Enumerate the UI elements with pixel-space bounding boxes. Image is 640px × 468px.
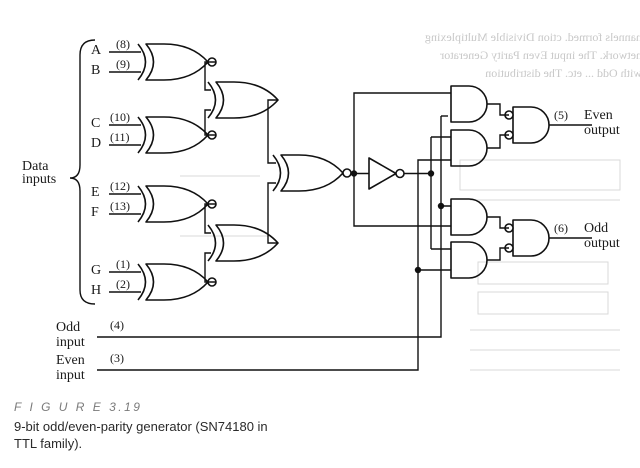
even-output-label: Even output [584, 108, 620, 138]
inverter [368, 157, 405, 190]
input-g-label: G [91, 263, 102, 278]
figure-caption: F I G U R E 3.19 9-bit odd/even-parity g… [14, 400, 274, 452]
pin-a: (8) [116, 37, 130, 51]
odd-output-label: Odd output [584, 221, 620, 251]
data-inputs-label: Data inputs [22, 159, 57, 187]
wires [69, 39, 592, 371]
even-input-label: Even input [56, 353, 85, 383]
junction-dots [350, 170, 445, 274]
odd-input-label: Odd input [56, 320, 85, 350]
odd-output-pin: (6) [554, 221, 568, 235]
xnor-gate-final [272, 154, 352, 192]
pin-g: (1) [116, 257, 130, 271]
and-gate-1 [450, 85, 488, 123]
input-b-label: B [91, 63, 101, 78]
input-e-label: E [91, 185, 100, 200]
even-output-pin: (5) [554, 108, 568, 122]
and-gate-2 [450, 129, 488, 167]
figure-number: F I G U R E 3.19 [14, 400, 143, 414]
and-gate-4 [450, 241, 488, 279]
input-c-label: C [91, 116, 101, 131]
pin-e: (12) [110, 179, 130, 193]
pin-d: (11) [110, 130, 130, 144]
input-d-label: D [91, 136, 102, 151]
even-input-pin: (3) [110, 351, 124, 365]
nor-gate-even [504, 106, 550, 144]
figure-caption-text: 9-bit odd/even-parity generator (SN74180… [14, 419, 268, 451]
pin-h: (2) [116, 277, 130, 291]
input-f-label: F [91, 205, 99, 220]
pin-c: (10) [110, 110, 130, 124]
and-gate-3 [450, 198, 488, 236]
pin-b: (9) [116, 57, 130, 71]
nor-gate-odd [504, 219, 550, 257]
pin-f: (13) [110, 199, 130, 213]
input-a-label: A [91, 43, 102, 58]
odd-input-pin: (4) [110, 318, 124, 332]
input-h-label: H [91, 283, 102, 298]
